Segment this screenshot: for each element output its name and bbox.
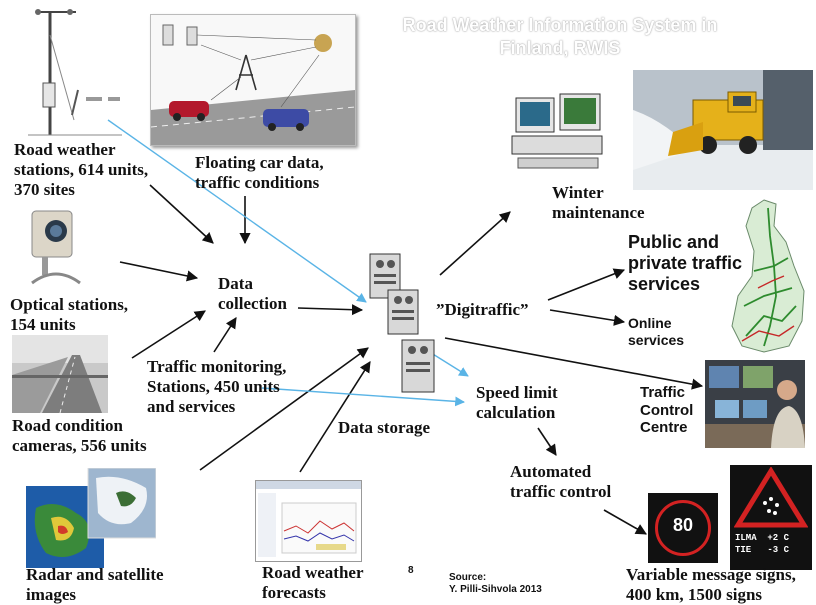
data-storage-label: Data storage <box>338 418 431 437</box>
data-collection-label: Data collection <box>218 274 287 314</box>
traffic-monitoring-label: Traffic monitoring, Stations, 450 units … <box>147 357 287 417</box>
road-temperature: TIE -3 C <box>735 545 790 555</box>
arrow-radar-to-storage <box>199 347 369 471</box>
arrow-forecast-to-storage <box>299 361 371 473</box>
road-camera-photo <box>12 335 108 413</box>
online-services-label: Online services <box>628 315 685 348</box>
control-room-photo <box>705 360 805 448</box>
arrow-speed-to-automated <box>537 427 557 456</box>
arrow-storage-to-control-centre <box>444 337 704 390</box>
speed-limit-sign: 80 <box>648 493 718 563</box>
digitraffic-label: ”Digitraffic” <box>436 300 529 319</box>
road-weather-mast-icon <box>28 9 122 136</box>
page-number: 8 <box>408 565 414 576</box>
optical-station-camera-icon <box>31 210 81 285</box>
air-temperature: ILMA +2 C <box>735 533 790 543</box>
traffic-control-centre-label: Traffic Control Centre <box>640 384 694 437</box>
speed-limit-label: Speed limit calculation <box>476 383 558 423</box>
speed-limit-value: 80 <box>672 515 694 535</box>
arrow-cameras-to-collection <box>131 310 206 359</box>
source-citation: Source: Y. Pilli-Sihvola 2013 <box>449 572 542 595</box>
automated-control-label: Automated traffic control <box>510 462 612 502</box>
arrow-collection-to-storage <box>297 304 364 316</box>
blue-arrow-floating-to-storage <box>107 119 367 303</box>
slide-title: Road Weather Information System in Finla… <box>402 15 718 58</box>
floating-car-network-icon <box>150 14 356 146</box>
radar-satellite-label: Radar and satellite images <box>26 565 164 605</box>
road-weather-stations-label: Road weather stations, 614 units, 370 si… <box>14 140 149 200</box>
arrow-digitraffic-to-public <box>547 268 626 301</box>
radar-satellite-image <box>26 468 156 568</box>
weather-warning-sign: ILMA +2 C TIE -3 C <box>730 465 812 570</box>
snowplow-photo <box>633 70 813 190</box>
blue-arrow-cameras-to-speed <box>261 387 465 407</box>
winter-maintenance-label: Winter maintenance <box>552 183 645 223</box>
finland-road-map <box>724 196 814 356</box>
data-storage-server-icon <box>369 253 435 393</box>
arrow-automated-to-signs <box>603 509 647 535</box>
variable-signs-label: Variable message signs, 400 km, 1500 sig… <box>626 565 796 605</box>
public-private-label: Public and private traffic services <box>628 232 743 295</box>
variable-message-signs: 80 ILMA +2 C TIE -3 C <box>648 465 813 570</box>
arrow-stations-to-collection <box>149 184 214 244</box>
arrow-monitoring-to-collection <box>213 317 237 353</box>
forecast-screenshot <box>255 480 362 562</box>
road-condition-cameras-label: Road condition cameras, 556 units <box>12 416 147 456</box>
arrow-digitraffic-to-online <box>549 309 626 326</box>
arrow-optical-to-collection <box>119 261 199 282</box>
floating-car-label: Floating car data, traffic conditions <box>195 153 324 193</box>
optical-stations-label: Optical stations, 154 units <box>10 295 129 335</box>
workstation-icon <box>511 93 603 169</box>
arrow-storage-to-winter <box>439 211 511 276</box>
road-weather-forecasts-label: Road weather forecasts <box>262 563 364 603</box>
